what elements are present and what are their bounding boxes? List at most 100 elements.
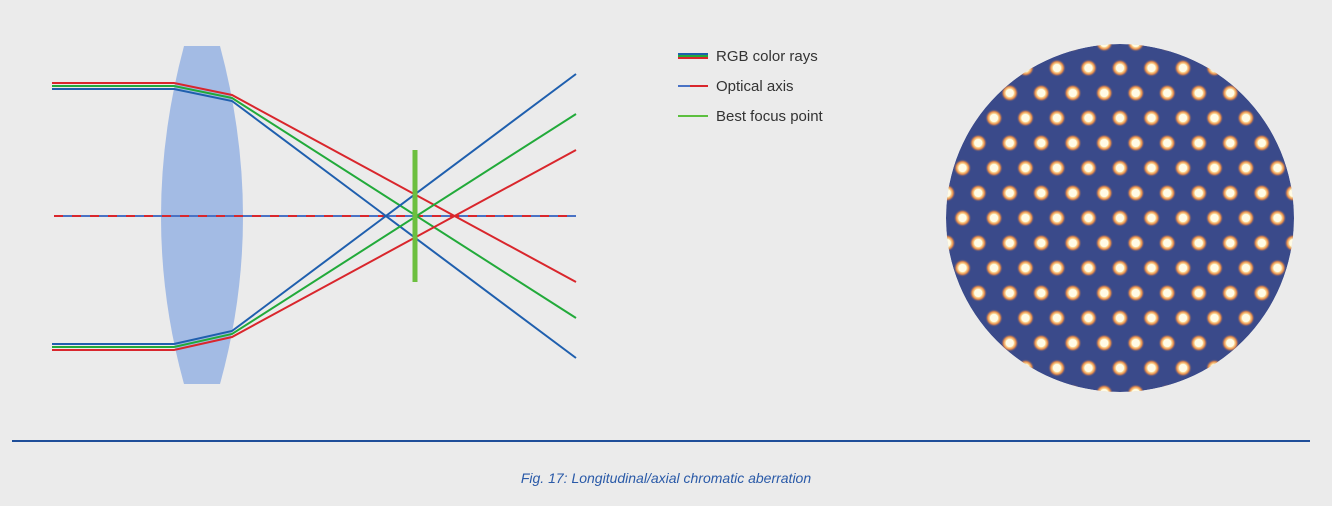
spot-pattern <box>946 44 1294 392</box>
spot-dot-core <box>1179 164 1187 172</box>
spot-dot <box>1063 44 1082 52</box>
spot-dot-core <box>1179 364 1187 372</box>
spot-dot-core <box>1068 239 1077 247</box>
spot-dot-core <box>990 164 998 172</box>
ray-green-top <box>52 85 577 319</box>
spot-dot-core <box>1210 364 1219 372</box>
spot-dot-core <box>1084 214 1093 222</box>
spot-dot <box>1284 184 1294 202</box>
spot-dot-core <box>1163 389 1172 392</box>
spot-dot-core <box>1005 239 1014 247</box>
top-rays <box>52 82 577 359</box>
spot-dot-core <box>1257 289 1266 297</box>
spot-dot-core <box>1037 339 1046 347</box>
legend-item-rgb-rays: RGB color rays <box>678 44 823 68</box>
spot-dot-core <box>1100 139 1109 147</box>
spot-dot-core <box>1116 64 1124 72</box>
spot-dot <box>1126 44 1145 52</box>
spot-dot-core <box>1194 339 1203 347</box>
spot-dot-core <box>1147 64 1156 72</box>
spot-dot <box>1095 44 1114 52</box>
spot-dot-core <box>1194 139 1203 147</box>
spot-dots <box>946 44 1294 392</box>
spot-dot <box>1205 359 1224 377</box>
spot-dot <box>1016 59 1035 77</box>
spot-dot-core <box>1100 189 1109 197</box>
spot-dot <box>1095 384 1114 392</box>
spot-dot <box>1205 59 1224 77</box>
spot-dot-core <box>1021 314 1030 322</box>
optical-axis-swatch-icon <box>678 83 708 89</box>
spot-dot-core <box>1021 264 1030 272</box>
spot-dot-core <box>1163 139 1172 147</box>
figure-caption: Fig. 17: Longitudinal/axial chromatic ab… <box>520 470 812 486</box>
spot-dot-core <box>1005 89 1014 97</box>
spot-dot-core <box>1226 89 1235 97</box>
spot-dot-core <box>1273 164 1282 172</box>
spot-dot-core <box>1068 44 1077 47</box>
spot-dot-core <box>974 239 983 247</box>
spot-dot-core <box>1053 64 1061 72</box>
spot-dot-core <box>1131 239 1140 247</box>
spot-dot-core <box>1100 389 1109 392</box>
legend-label: Best focus point <box>716 107 823 125</box>
spot-dot-core <box>1068 139 1077 147</box>
spot-dot-core <box>1179 264 1187 272</box>
spot-dot-core <box>1242 264 1250 272</box>
spot-dot-core <box>1100 239 1109 247</box>
spot-dot-core <box>1147 214 1156 222</box>
spot-dot-core <box>1131 339 1140 347</box>
spot-dot-core <box>1257 139 1266 147</box>
spot-dot-core <box>1068 339 1077 347</box>
spot-dot-core <box>1163 289 1172 297</box>
spot-dot-core <box>1194 239 1203 247</box>
spot-dot-core <box>1116 214 1124 222</box>
rgb-rays-swatch-icon <box>678 53 708 59</box>
spot-dot-core <box>1100 289 1109 297</box>
spot-dot-core <box>1037 139 1046 147</box>
spot-dot-core <box>1131 44 1140 47</box>
spot-dot-core <box>1084 264 1093 272</box>
spot-dot-core <box>1163 339 1172 347</box>
spot-dot-core <box>1210 264 1219 272</box>
spot-dot <box>1284 234 1294 252</box>
spot-dot-core <box>1163 89 1172 97</box>
spot-dot-core <box>958 214 967 222</box>
legend: RGB color rays Optical axis Best focus p… <box>678 44 823 134</box>
spot-dot-core <box>1194 289 1203 297</box>
spot-dot-core <box>1147 164 1156 172</box>
spot-dot-core <box>1068 289 1077 297</box>
spot-dot-core <box>1131 389 1140 392</box>
spot-dot-core <box>1005 139 1014 147</box>
spot-dot-core <box>1084 314 1093 322</box>
spot-dot-core <box>1210 164 1219 172</box>
spot-dot-core <box>1037 289 1046 297</box>
spot-dot-core <box>1210 114 1219 122</box>
spot-dot-core <box>1116 264 1124 272</box>
spot-dot-core <box>1131 89 1140 97</box>
spot-dot-core <box>1116 314 1124 322</box>
spot-dot-core <box>974 289 983 297</box>
spot-dot-core <box>1179 314 1187 322</box>
spot-dot <box>946 234 956 252</box>
spot-dot-core <box>1053 114 1061 122</box>
spot-dot <box>1158 384 1177 392</box>
spot-dot-core <box>1100 339 1109 347</box>
spot-dot-core <box>1289 239 1294 247</box>
spot-dot-core <box>1242 314 1250 322</box>
spot-dot-core <box>1116 364 1124 372</box>
spot-dot-core <box>1053 214 1061 222</box>
spot-dot-core <box>1179 214 1187 222</box>
spot-dot-core <box>1194 189 1203 197</box>
spot-dot-core <box>1163 239 1172 247</box>
spot-dot-core <box>1242 114 1250 122</box>
spot-dot-core <box>1163 44 1172 47</box>
spot-dot-core <box>1084 64 1093 72</box>
spot-dot-core <box>1053 314 1061 322</box>
spot-dot-core <box>1147 114 1156 122</box>
spot-dot-core <box>1084 164 1093 172</box>
spot-dot-core <box>1194 89 1203 97</box>
spot-dot-core <box>958 264 967 272</box>
